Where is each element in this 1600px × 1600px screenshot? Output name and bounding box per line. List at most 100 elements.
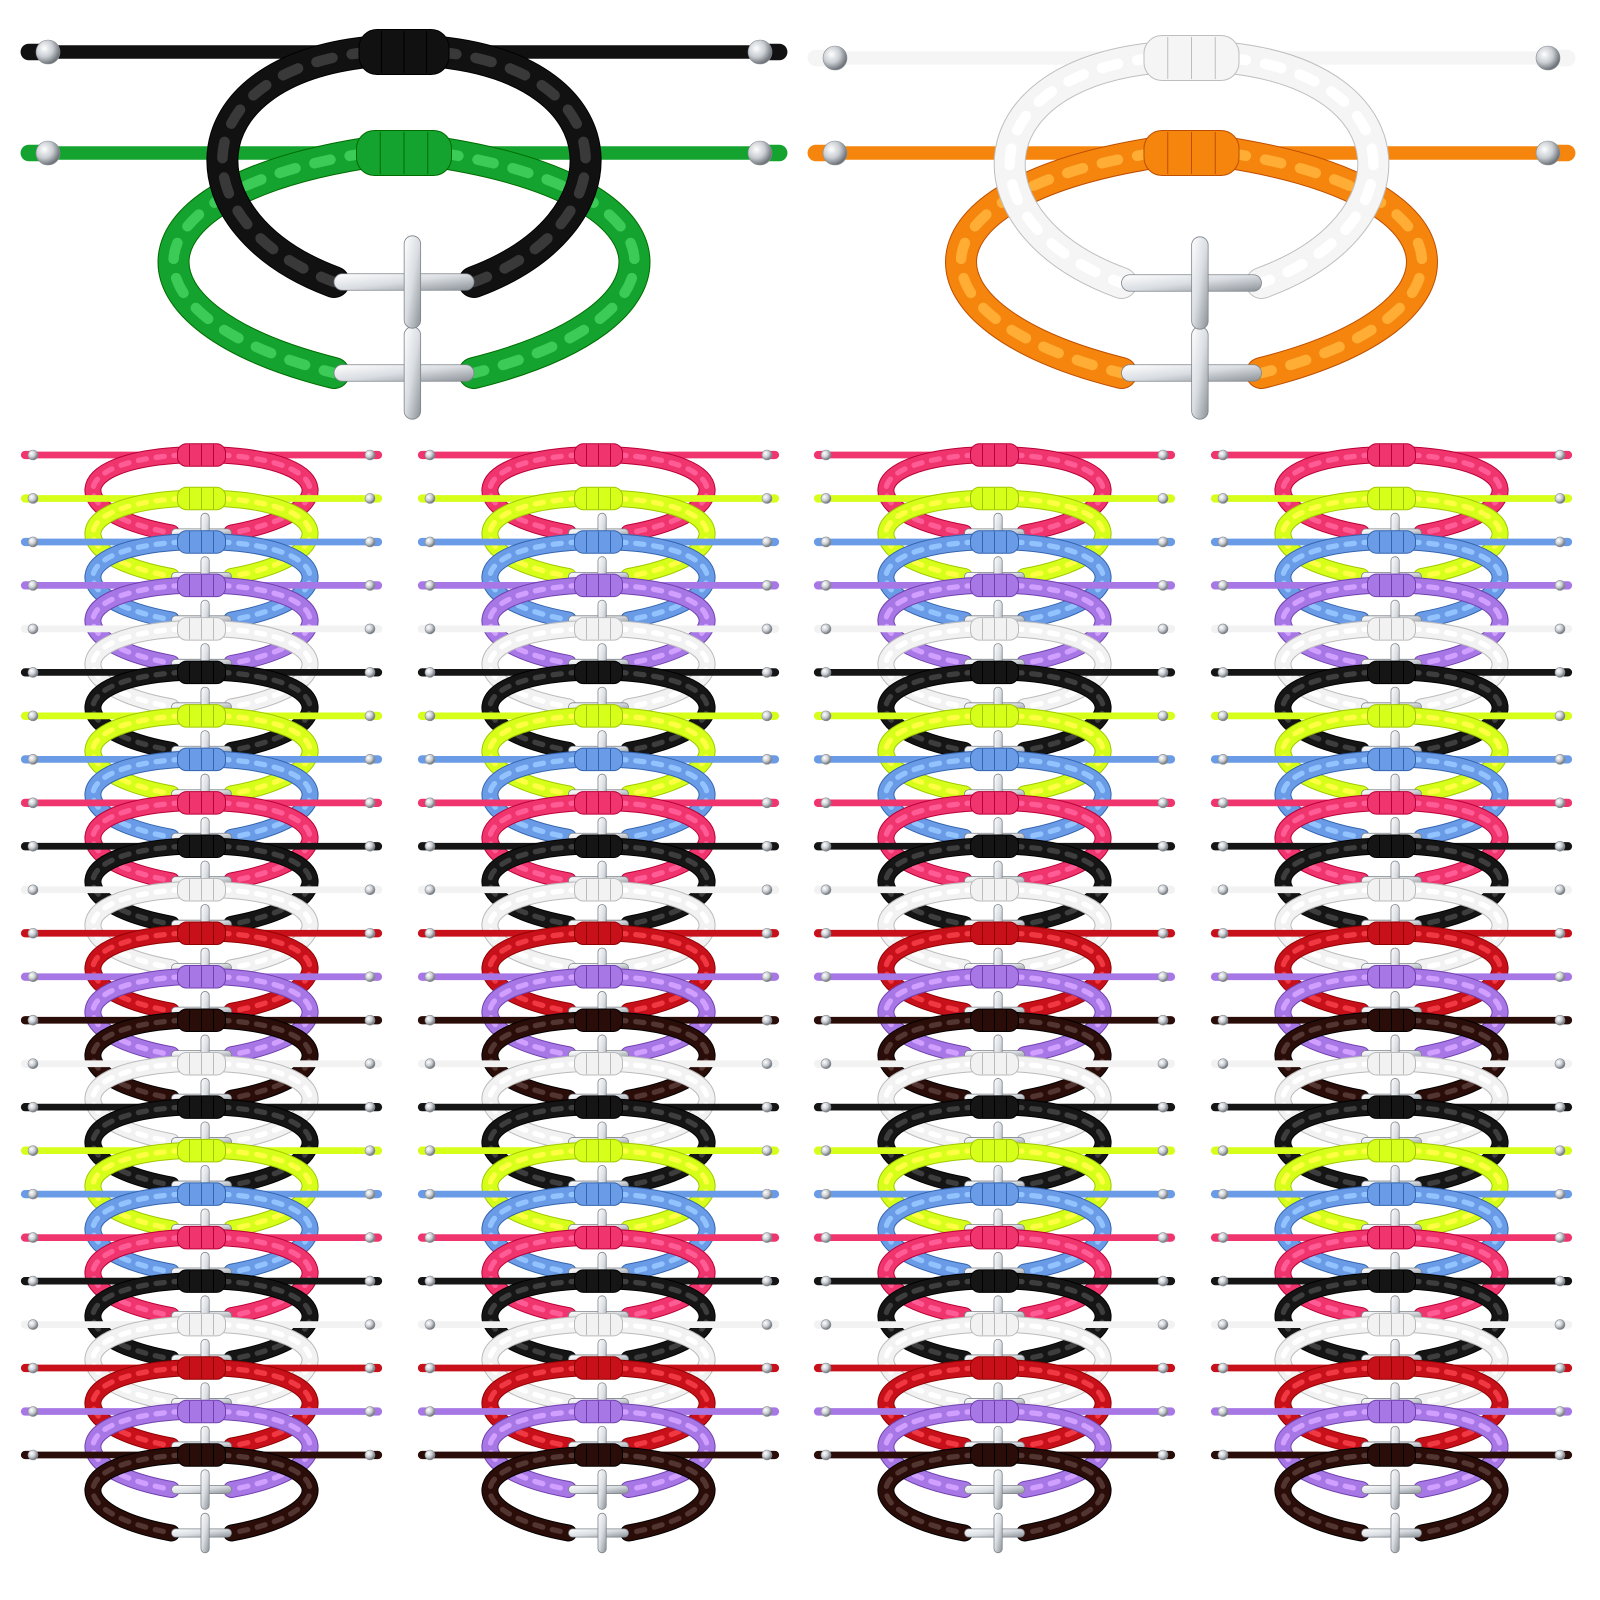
silver-bead [27,1449,39,1461]
silver-bead [761,449,773,461]
bracelet [813,530,1176,641]
braid-texture [90,669,185,754]
silver-bead [1554,754,1566,765]
braid-texture [883,1061,978,1145]
bracelet [813,1051,1176,1162]
silver-bead [820,1014,832,1026]
bracelet [813,791,1176,902]
silver-bead [424,1145,436,1156]
silver-bead [424,493,436,504]
silver-bead [1554,1232,1566,1243]
braid-texture [1011,1104,1106,1188]
braid-texture [1408,495,1503,580]
bracelet [20,1312,383,1423]
silver-bead [1554,927,1566,939]
braid-texture [615,1321,710,1406]
braid-texture [90,1278,185,1362]
silver-bead [27,1362,39,1374]
bracelet [1210,1051,1573,1162]
silver-bead [424,1319,436,1330]
silver-bead [424,797,436,809]
braid-texture [1280,713,1375,797]
silver-bead [1157,1406,1169,1417]
braid-texture [218,1408,313,1493]
bracelet-column [20,443,383,1554]
silver-bead [761,971,773,983]
braid-texture [1011,1017,1106,1101]
braid-texture [1280,539,1375,623]
braid-texture [1011,1408,1106,1493]
silver-bead [1217,754,1229,765]
silver-bead [761,580,773,591]
braid-texture [1011,1321,1106,1406]
braid-texture [1408,1148,1503,1232]
braid-texture [90,887,185,971]
silver-bead [1217,1449,1229,1461]
braid-texture [883,1408,978,1493]
braid-texture [1408,800,1503,884]
silver-bead [820,1275,832,1287]
bracelet [1210,486,1573,597]
silver-bead [1157,1232,1169,1243]
silver-bead [424,667,436,678]
silver-bead [761,1319,773,1330]
braid-texture [487,974,582,1058]
silver-bead [424,927,436,939]
braid-texture [1280,1452,1375,1536]
bracelet [417,878,780,988]
braid-texture [218,452,313,536]
braid-texture [168,147,372,379]
silver-bead [1554,667,1566,678]
braid-texture [90,1408,185,1493]
braid-texture [1011,626,1106,710]
bracelet [813,573,1176,684]
silver-bead [1554,841,1566,852]
silver-bead [1554,1145,1566,1156]
cross-post [1390,1512,1400,1554]
silver-bead [27,971,39,983]
silver-bead [27,623,39,635]
bracelet [20,964,383,1075]
silver-bead [35,39,61,65]
braid-texture [883,843,978,927]
bracelet [813,1443,1176,1554]
braid-texture [1280,582,1375,667]
cross-post [597,1512,607,1554]
braid-texture [883,1017,978,1101]
cross-charm [333,326,475,420]
braid-texture [1280,669,1375,754]
silver-bead [1554,1275,1566,1287]
silver-bead [1217,449,1229,461]
braid-texture [487,495,582,580]
bracelet [20,921,383,1032]
cross-post [993,1469,1003,1510]
braid-texture [615,1148,710,1232]
braid-texture [90,1017,185,1101]
bracelet [417,704,780,815]
braid-texture [1408,756,1503,840]
braid-texture [615,1191,710,1275]
braid-texture [1011,539,1106,623]
silver-bead [761,754,773,765]
silver-bead [1217,1232,1229,1243]
braid-texture [883,1321,978,1406]
silver-bead [1157,710,1169,722]
silver-bead [761,1101,773,1113]
silver-bead [364,536,376,548]
bracelet [813,1182,1176,1293]
braid-texture [1408,1278,1503,1362]
silver-bead [1554,1014,1566,1026]
bracelet-column [813,443,1176,1554]
braid-texture [1408,539,1503,623]
cross-charm [1121,236,1262,330]
silver-bead [424,754,436,765]
silver-bead [820,1449,832,1461]
cross-charm [171,1469,232,1510]
silver-bead [820,1145,832,1156]
braid-texture [883,1278,978,1362]
bracelet [417,921,780,1032]
braid-texture [883,974,978,1058]
silver-bead [364,667,376,678]
braid-texture [1408,1061,1503,1145]
bracelet [417,964,780,1075]
